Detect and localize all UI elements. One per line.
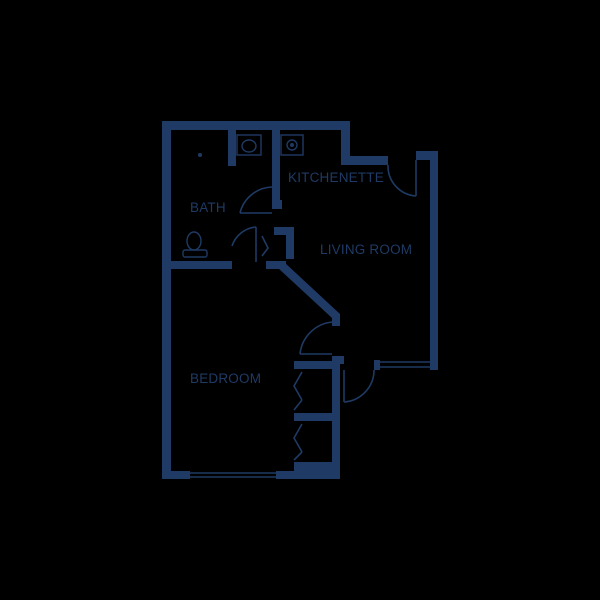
wall-sink-stove-divider: [272, 121, 280, 209]
wall-right: [430, 151, 438, 370]
wall-closet-stub-top: [274, 227, 294, 235]
wall-bath-bottom: [162, 261, 232, 269]
room-labels: KITCHENETTE BATH LIVING ROOM BEDROOM: [190, 170, 412, 386]
wall-left: [162, 121, 171, 479]
window-living-post: [374, 360, 380, 370]
door-bath-swing: [239, 186, 273, 214]
wall-closet-top: [294, 361, 340, 369]
wall-bath-kitchen-stub: [272, 200, 282, 209]
door-closet-lower-bifold: [293, 423, 303, 461]
door-entry-swing: [387, 164, 417, 197]
doors: [231, 160, 417, 461]
room-label-living-room: LIVING ROOM: [320, 242, 412, 257]
room-label-bedroom: BEDROOM: [190, 371, 261, 386]
fixtures: [182, 134, 304, 258]
wall-bath-sink-divider: [228, 121, 236, 166]
wall-closet-stub-right: [286, 227, 294, 259]
wall-diagonal: [274, 262, 340, 326]
shower-icon: [198, 153, 202, 157]
wall-closet-top-cap: [332, 356, 344, 364]
room-label-bath: BATH: [190, 200, 226, 215]
door-bedroom-swing: [299, 321, 333, 355]
door-closet-bifold: [261, 235, 269, 257]
door-closet-bath-swing: [231, 226, 257, 247]
wall-closet-divider: [294, 413, 340, 421]
room-label-kitchenette: KITCHENETTE: [288, 170, 384, 185]
wall-kitchen-step-top: [341, 156, 388, 165]
wall-right-cap: [416, 151, 438, 160]
wall-top: [162, 121, 350, 130]
door-closet-living-swing: [343, 369, 375, 403]
wall-bottom-left: [162, 471, 190, 479]
door-closet-upper-bifold: [293, 371, 303, 411]
windows: [190, 361, 430, 478]
toilet-icon: [182, 231, 208, 258]
wall-bottom-closet: [294, 462, 340, 479]
walls: [162, 121, 438, 479]
wall-diagonal-upper: [266, 261, 286, 269]
wall-kitchen-step-vertical: [341, 121, 350, 165]
sink-icon: [236, 134, 262, 156]
stove-icon: [280, 134, 304, 156]
